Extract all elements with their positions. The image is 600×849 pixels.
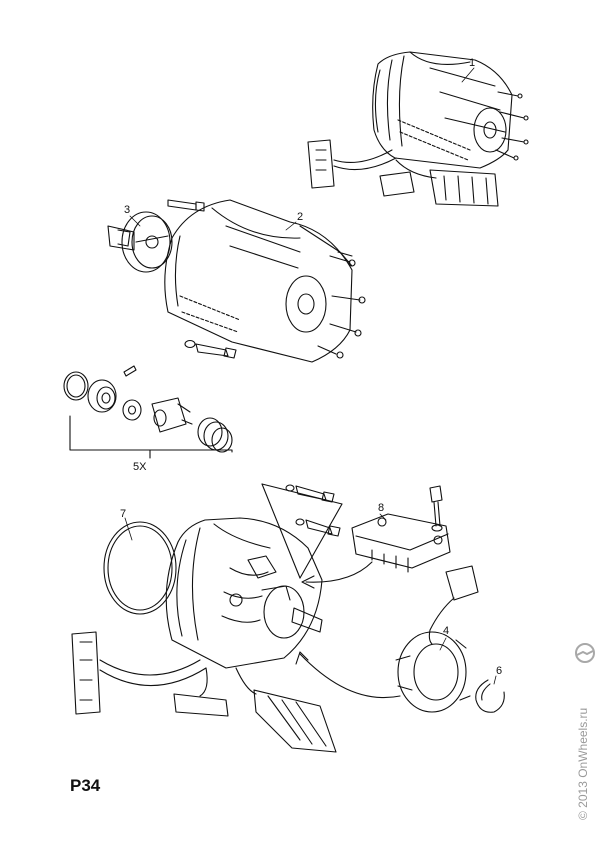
callout-6: 6: [496, 665, 503, 677]
mounting-screws: [261, 483, 343, 579]
part-8-ignition-module: [351, 485, 451, 573]
callout-leaders: [124, 67, 497, 685]
distributor-housing: [165, 517, 323, 669]
callout-3: 3: [124, 204, 131, 216]
callout-7: 7: [120, 508, 127, 520]
part-4-pickup-coil: [395, 565, 479, 713]
callout-2: 2: [297, 211, 304, 223]
part-6-circlip: [475, 679, 505, 713]
watermark-text: © 2013 OnWheels.ru: [576, 707, 590, 820]
page-code: P34: [70, 776, 101, 795]
part-2-distributor-cap: [164, 199, 366, 363]
watermark: © 2013 OnWheels.ru: [572, 640, 598, 840]
part-7-o-ring: [103, 521, 177, 615]
part-1-distributor-assembly: [307, 51, 529, 207]
assembly-arrows: [295, 561, 401, 699]
callout-5x: 5X: [133, 461, 147, 473]
callout-8: 8: [378, 502, 385, 514]
part-3-rotor: [107, 211, 173, 273]
part-5x-seal-kit: [63, 365, 233, 459]
opel-logo-icon: [575, 643, 595, 663]
callout-4: 4: [443, 625, 450, 637]
callout-1: 1: [469, 57, 476, 69]
wiring-harness: [71, 631, 337, 753]
